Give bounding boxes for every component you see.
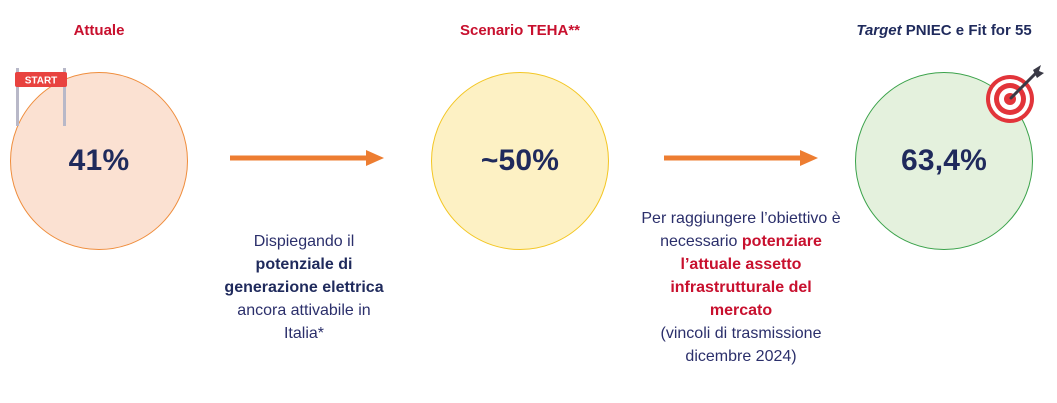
note-infra-line2: necessario — [660, 233, 742, 250]
arrow-right-icon — [664, 150, 818, 166]
note-potential-bold2: generazione elettrica — [224, 279, 384, 296]
stage-target-title: Target PNIEC e Fit for 55 — [856, 22, 1031, 39]
note-infra-line4: dicembre 2024) — [685, 348, 797, 365]
stage-actual-title: Attuale — [73, 22, 125, 39]
note-infra-line3: (vincoli di trasmissione — [660, 325, 822, 342]
stage-target-title-rest: PNIEC e Fit for 55 — [901, 22, 1032, 39]
note-infra-bold4: mercato — [709, 302, 773, 319]
note-potential-bold1: potenziale di — [255, 256, 353, 273]
stage-target-value: 63,4% — [900, 144, 988, 177]
start-flag-label: START — [25, 76, 58, 87]
stage-actual-circle: 41% — [10, 72, 188, 250]
note-infra-bold2: l’attuale assetto — [680, 256, 802, 273]
note-potential-line2: ancora attivabile in — [237, 302, 371, 319]
start-flag-icon: START — [15, 68, 67, 126]
stage-scenario-title: Scenario TEHA** — [459, 22, 581, 39]
arrow-right-icon — [230, 150, 384, 166]
target-dart-icon — [986, 65, 1044, 123]
stage-scenario-value: ~50% — [480, 144, 560, 177]
stage-scenario-circle: ~50% — [431, 72, 609, 250]
note-potential-line3: Italia* — [283, 325, 325, 342]
stage-actual-value: 41% — [68, 144, 130, 177]
stage-target-circle: 63,4% — [855, 72, 1033, 250]
note-infra-bold1: potenziare — [741, 233, 822, 250]
stage-target-title-italic: Target — [856, 22, 902, 39]
note-infra-bold3: infrastrutturale del — [670, 279, 812, 296]
note-potential-line1: Dispiegando il — [253, 233, 355, 250]
note-infra-line1: Per raggiungere l’obiettivo è — [641, 210, 841, 227]
note-infrastructure: Per raggiungere l’obiettivo è necessario… — [641, 207, 840, 368]
note-potential: Dispiegando il potenziale di generazione… — [224, 230, 383, 345]
